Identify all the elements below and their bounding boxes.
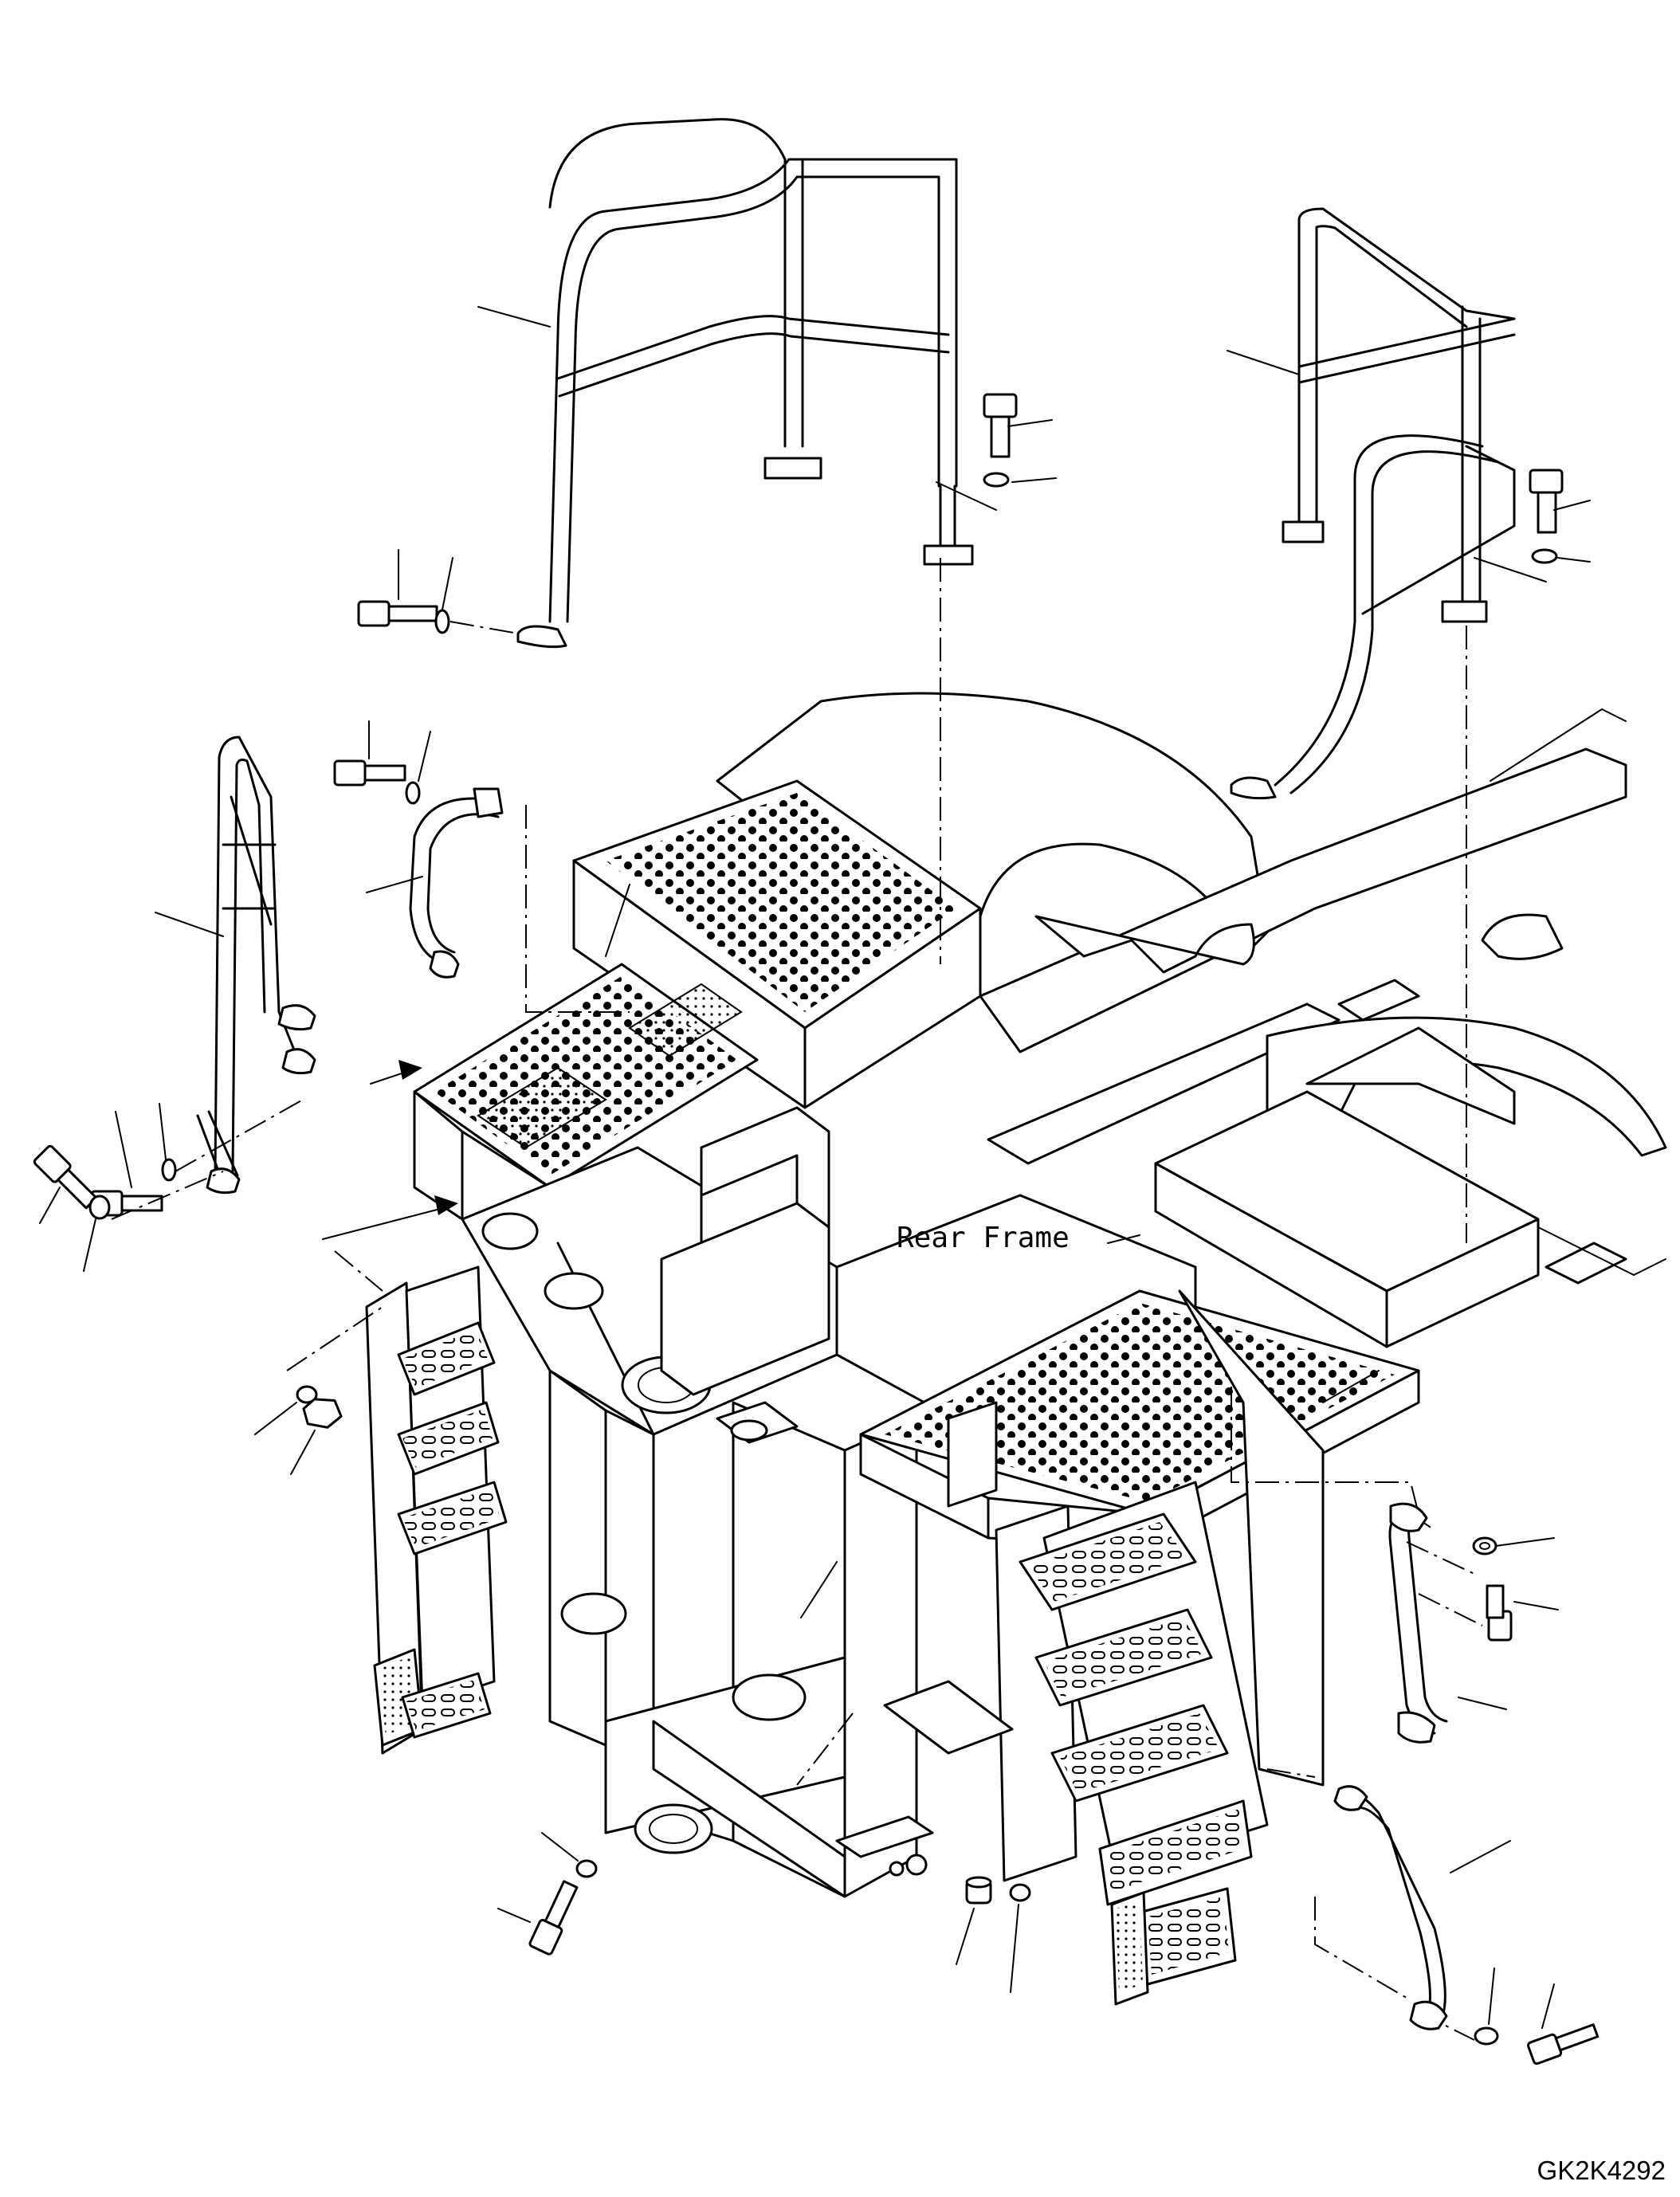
handrail-left-side: [196, 736, 316, 1195]
leader-lines: [155, 306, 1547, 1618]
bolt-group-top: [33, 393, 1591, 1272]
handrail-right-lower: [1333, 1785, 1448, 2030]
assembly-lines: [286, 558, 1483, 2041]
handrail-top-left: [516, 118, 974, 649]
bolt-group-lower: [254, 1385, 1600, 2066]
handrail-right-upper: [1388, 1502, 1448, 1744]
drawing-code: GK2K4292: [1537, 2156, 1666, 2185]
handrail-left-small: [409, 787, 504, 979]
rear-frame-label: Rear Frame: [897, 1222, 1070, 1254]
rear-frame-body: [365, 692, 1667, 2006]
handrail-top-right: [1230, 207, 1516, 800]
